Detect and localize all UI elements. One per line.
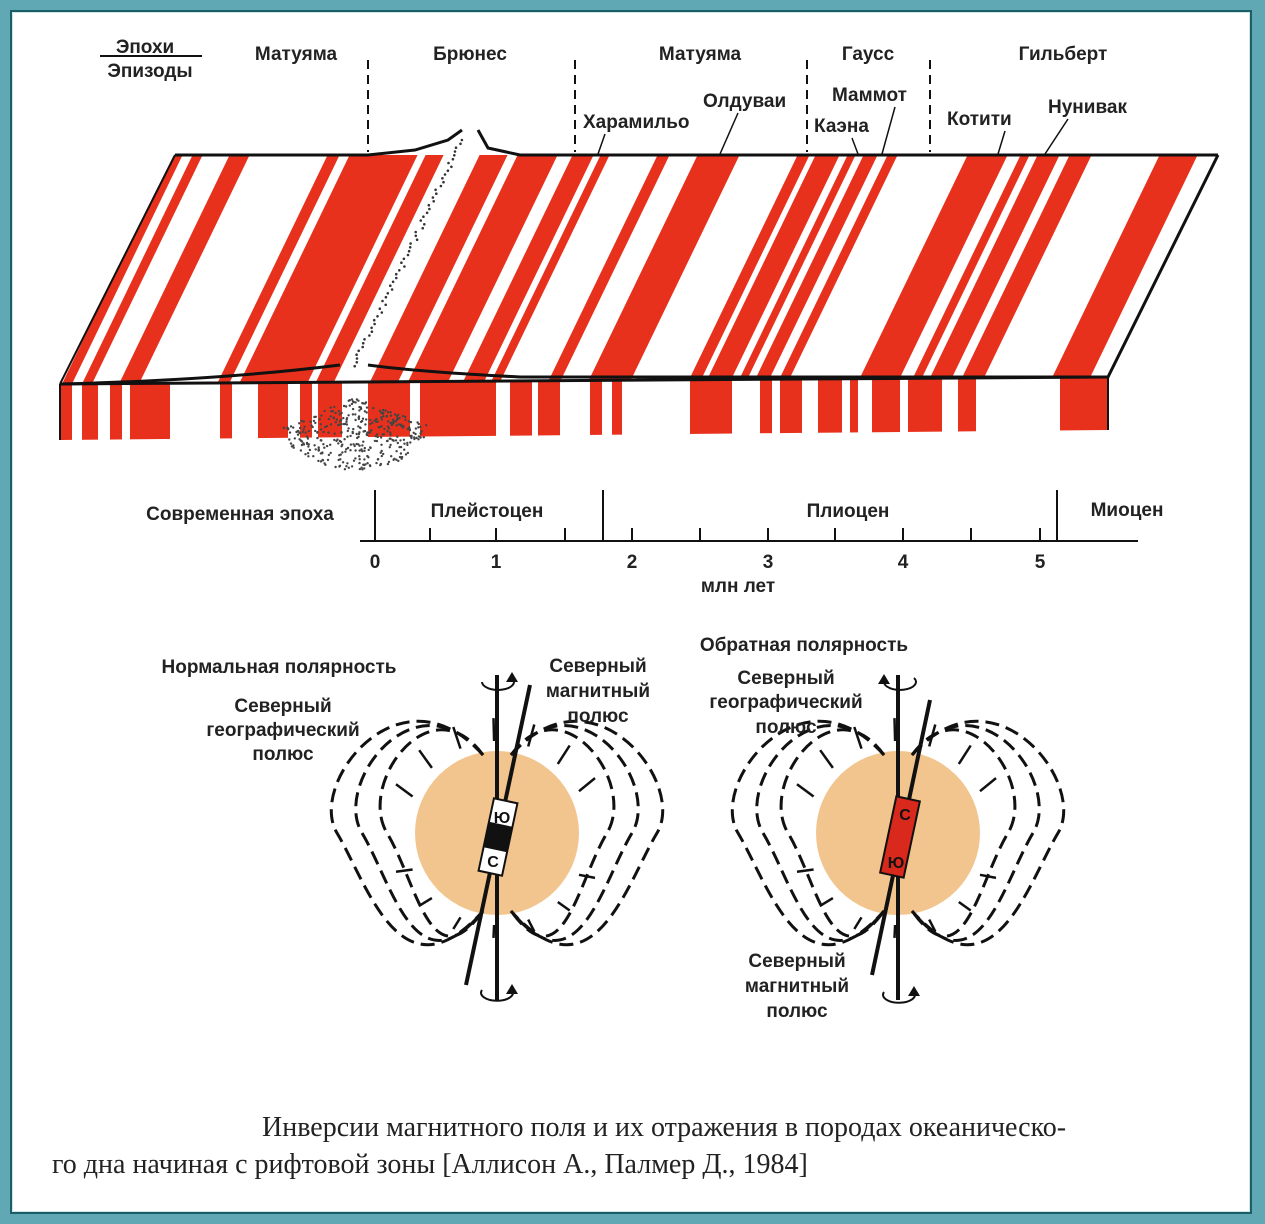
field-arrow: [419, 750, 432, 768]
epoch-gilbert: Гильберт: [1019, 44, 1108, 65]
field-arrow: [453, 727, 460, 749]
field-arrow: [558, 902, 570, 911]
field-arrow: [396, 870, 413, 872]
normal-mag-pole-line1: Северный: [549, 656, 646, 677]
field-arrow: [959, 902, 971, 911]
seafloor-block: [50, 130, 1230, 471]
field-arrow: [579, 778, 595, 791]
tick-label-1: 1: [491, 552, 502, 573]
normal-geo-pole-line1: Северный: [234, 696, 331, 717]
field-arrow: [820, 750, 833, 768]
reverse-title: Обратная полярность: [700, 635, 908, 656]
field-arrow: [494, 718, 495, 741]
episode-nunivak: Нунивак: [1048, 97, 1127, 118]
magnet-reverse-top-label: С: [899, 807, 911, 824]
field-arrow: [854, 727, 861, 749]
field-arrow: [980, 875, 996, 878]
tick-label-3: 3: [763, 552, 774, 573]
normal-geo-pole-line2: географический: [206, 720, 359, 741]
magnet-normal-bottom-label: С: [487, 854, 499, 871]
field-arrow: [820, 898, 833, 906]
reverse-geo-pole-line1: Северный: [737, 668, 834, 689]
caption-line-2: го дна начиная с рифтовой зоны [Аллисон …: [52, 1149, 808, 1181]
field-arrow: [419, 898, 432, 906]
tick-label-4: 4: [898, 552, 909, 573]
reverse-geo-pole-line2: географический: [709, 692, 862, 713]
episode-olduvai: Олдуваи: [703, 91, 786, 112]
label-pleistocene: Плейстоцен: [431, 501, 544, 522]
field-arrow: [558, 746, 570, 765]
epoch-matuyama-left: Матуяма: [255, 44, 338, 65]
field-arrow: [980, 778, 996, 791]
label-recent-epoch: Современная эпоха: [146, 504, 334, 525]
field-arrow: [396, 784, 413, 796]
field-arrow: [895, 718, 896, 741]
field-arrow: [854, 917, 861, 929]
tick-label-2: 2: [627, 552, 638, 573]
field-arrow: [797, 784, 814, 796]
magnet-reverse-bottom-label: Ю: [888, 855, 905, 872]
caption-line-1: Инверсии магнитного поля и их отражения …: [262, 1112, 1066, 1144]
epoch-brunhes: Брюнес: [433, 44, 507, 65]
axis-unit: млн лет: [701, 576, 775, 597]
normal-mag-pole-line3: полюс: [567, 706, 629, 727]
field-arrow: [959, 746, 971, 765]
normal-mag-pole-line2: магнитный: [546, 681, 650, 702]
field-arrow: [579, 875, 595, 878]
field-arrow: [895, 925, 896, 938]
epoch-gauss: Гаусс: [842, 44, 895, 65]
label-pliocene: Плиоцен: [807, 501, 890, 522]
field-arrow: [797, 870, 814, 872]
reverse-geo-pole-line3: полюс: [755, 717, 817, 738]
episode-cochiti: Котити: [947, 109, 1012, 130]
normal-geo-pole-line3: полюс: [252, 744, 314, 765]
tick-label-0: 0: [370, 552, 381, 573]
field-arrow: [494, 925, 495, 938]
normal-title: Нормальная полярность: [162, 657, 397, 678]
magnet-normal-top-label: Ю: [494, 810, 511, 827]
reverse-mag-pole-line2: магнитный: [745, 976, 849, 997]
reverse-mag-pole-line1: Северный: [748, 951, 845, 972]
reverse-mag-pole-line3: полюс: [766, 1001, 828, 1022]
label-miocene: Миоцен: [1091, 500, 1164, 521]
epoch-matuyama-right: Матуяма: [659, 44, 742, 65]
epochs-header: Эпохи: [116, 37, 174, 58]
episode-kaena: Каэна: [814, 116, 869, 137]
episode-jaramillo: Харамильо: [583, 112, 690, 133]
field-arrow: [453, 917, 460, 929]
episode-mammoth: Маммот: [832, 85, 907, 106]
tick-label-5: 5: [1035, 552, 1046, 573]
episodes-header: Эпизоды: [107, 61, 192, 82]
